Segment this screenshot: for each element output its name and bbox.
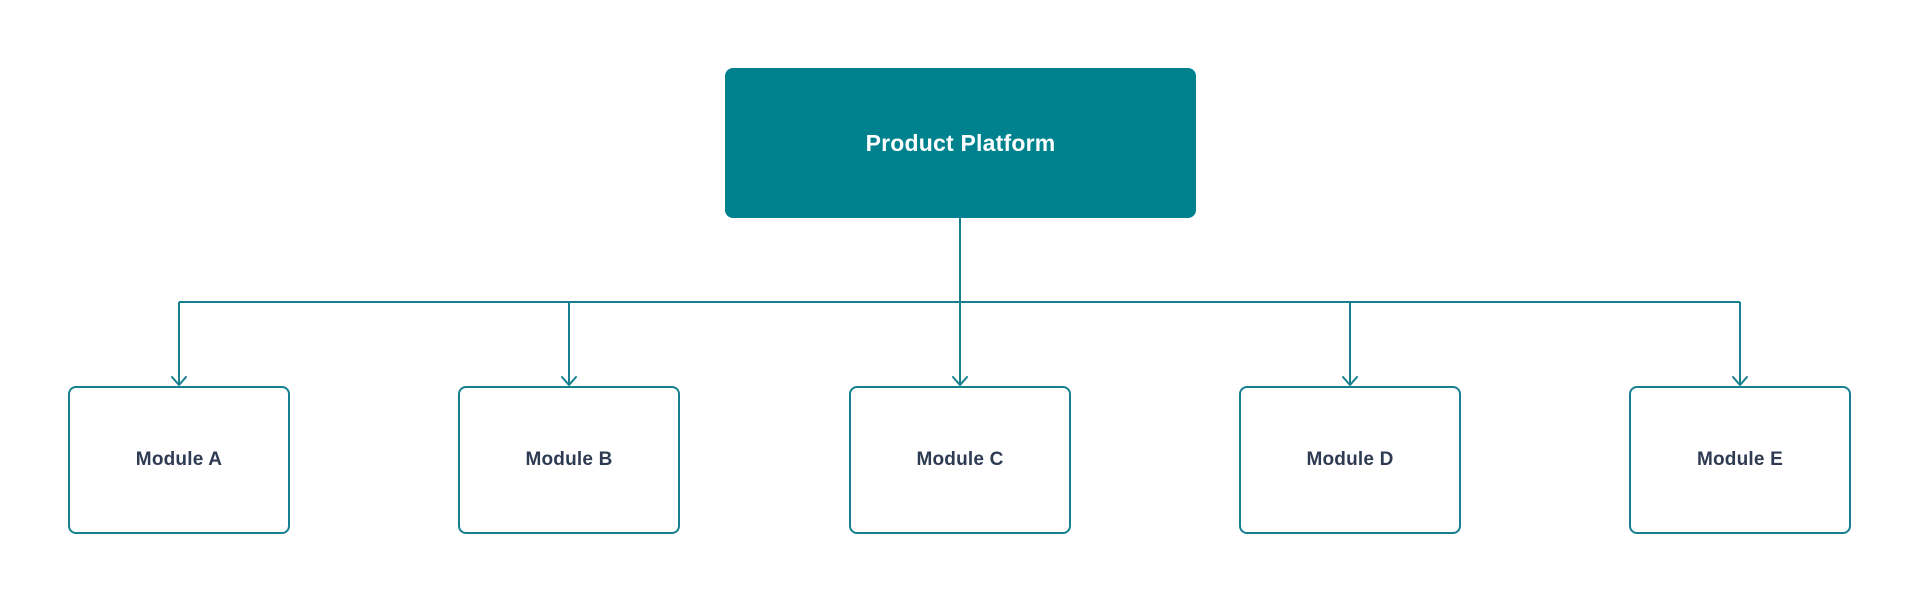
node-label-module-e: Module E [1696, 449, 1784, 470]
node-label-root: Product Platform [865, 129, 1056, 156]
arrowhead-module-a [171, 376, 187, 386]
node-label-module-d: Module D [1306, 449, 1394, 470]
node-label-module-c: Module C [916, 449, 1004, 470]
node-product-platform[interactable]: Product Platform [725, 68, 1196, 218]
node-label-module-b: Module B [525, 449, 613, 470]
node-module-e[interactable]: Module E [1629, 386, 1851, 534]
node-module-b[interactable]: Module B [458, 386, 680, 534]
node-label-module-a: Module A [135, 449, 223, 470]
arrowhead-module-d [1342, 376, 1358, 386]
arrowhead-module-b [561, 376, 577, 386]
node-module-d[interactable]: Module D [1239, 386, 1461, 534]
arrowhead-module-e [1732, 376, 1748, 386]
node-module-c[interactable]: Module C [849, 386, 1071, 534]
node-module-a[interactable]: Module A [68, 386, 290, 534]
arrowhead-module-c [952, 376, 968, 386]
